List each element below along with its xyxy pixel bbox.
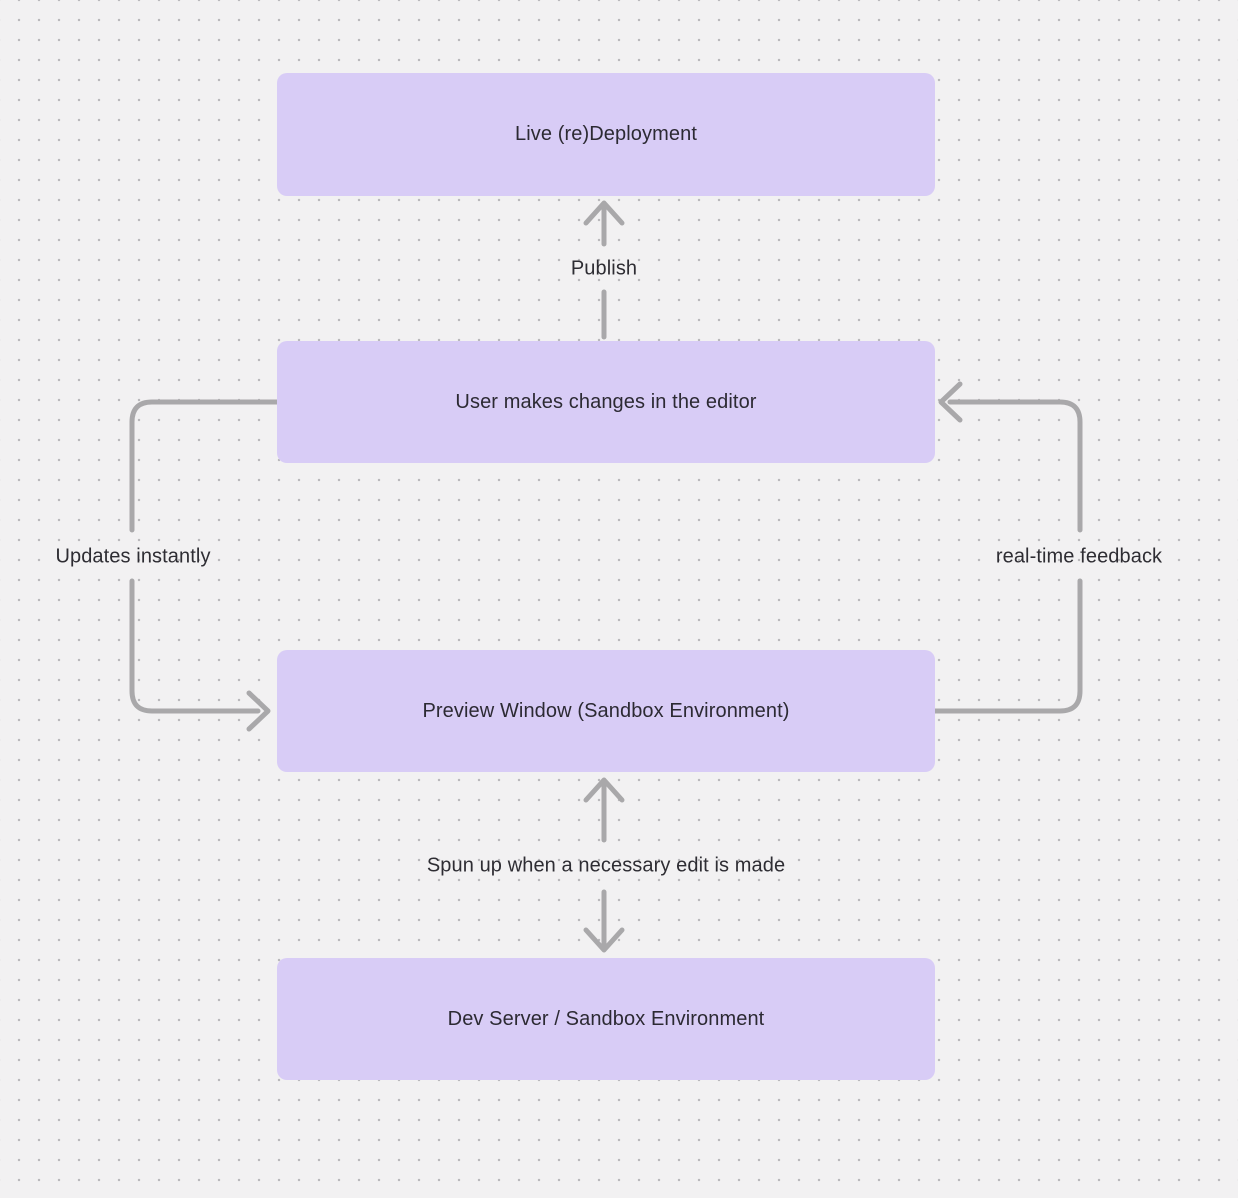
- arrow-shaft: [932, 578, 1083, 714]
- node-dev-server[interactable]: Dev Server / Sandbox Environment: [277, 958, 935, 1080]
- edge-publish[interactable]: [583, 200, 625, 340]
- edge-label-spun-up: Spun up when a necessary edit is made: [426, 854, 786, 877]
- arrow-shaft: [129, 399, 280, 533]
- node-label: Live (re)Deployment: [515, 123, 697, 145]
- arrowhead-up-icon: [583, 200, 625, 226]
- edge-label-updates-instantly: Updates instantly: [55, 545, 211, 568]
- arrowhead-left-icon: [938, 381, 963, 423]
- arrow-shaft: [129, 578, 261, 714]
- edge-updates-instantly[interactable]: [129, 399, 280, 732]
- node-label: Dev Server / Sandbox Environment: [447, 1007, 765, 1030]
- arrowhead-right-icon: [246, 690, 271, 732]
- node-live-deployment[interactable]: Live (re)Deployment: [277, 73, 935, 196]
- node-label: Preview Window (Sandbox Environment): [422, 699, 790, 722]
- edge-label-realtime-feedback: real-time feedback: [995, 545, 1163, 568]
- node-preview-window[interactable]: Preview Window (Sandbox Environment): [277, 650, 935, 772]
- edge-spun-up[interactable]: [583, 777, 625, 953]
- node-label: User makes changes in the editor: [455, 390, 757, 413]
- arrow-shaft: [947, 399, 1083, 533]
- node-user-editor[interactable]: User makes changes in the editor: [277, 341, 935, 463]
- arrowhead-down-icon: [583, 927, 625, 953]
- edge-realtime-feedback[interactable]: [932, 381, 1083, 714]
- edge-label-publish: Publish: [570, 257, 638, 280]
